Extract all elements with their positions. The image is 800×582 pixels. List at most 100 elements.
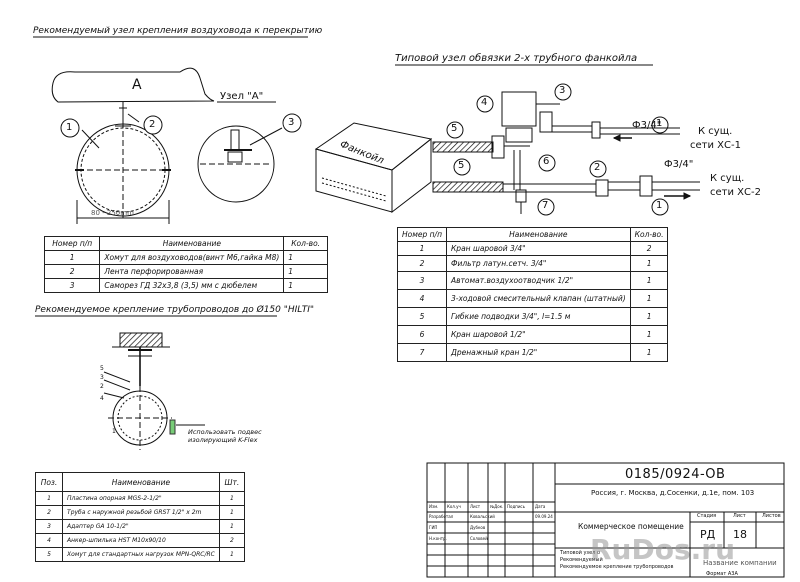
table-cell: Кран шаровой 1/2": [445, 325, 631, 344]
stamp-col-header: Изм.: [429, 504, 439, 509]
table-row: 4 Анкер-шпилька HST M10x90/10 2: [34, 533, 246, 548]
table-cell: Лента перфорированная: [99, 264, 285, 279]
stamp-role: ГИП: [429, 525, 438, 530]
valve-body: [491, 135, 505, 159]
table-header: Номер п/п: [397, 227, 447, 242]
callout-1b: [651, 198, 669, 216]
table-cell: Автомат.воздухоотводчик 1/2": [445, 271, 631, 290]
object-address: Россия, г. Москва, д.Сосенки, д.1е, пом.…: [591, 489, 755, 497]
table-row: 3 Саморез ГД 32x3,8 (3,5) мм с дюбелем 1: [43, 278, 328, 293]
format-label: Формат А3А: [706, 571, 738, 577]
table-header: Кол-во.: [283, 236, 328, 251]
kflex-insert: [169, 419, 176, 435]
table-cell: Саморез ГД 32x3,8 (3,5) мм с дюбелем: [99, 278, 285, 293]
leader-3: [249, 127, 283, 146]
filter-2: [595, 179, 609, 197]
leader-1: [81, 129, 100, 149]
object-name: Коммерческое помещение: [578, 522, 684, 531]
callout-7: [537, 198, 555, 216]
slab-hatch: [119, 332, 163, 348]
fancoil-callout-4: 4: [481, 97, 488, 108]
table-cell: 1: [629, 289, 669, 308]
pipe-spec-table: Поз. Наименование Шт. 1 Пластина опорная…: [34, 472, 246, 562]
table-row: 2 Фильтр латун.сетч. 3/4" 1: [397, 255, 669, 272]
table-cell: Гибкие подводки 3/4", l=1.5 м: [445, 307, 631, 326]
fancoil-node-title: Типовой узел обвязки 2-х трубного фанкой…: [395, 53, 638, 64]
table-cell: 4: [397, 289, 447, 308]
table-row: 7 Дренажный кран 1/2" 1: [397, 343, 669, 362]
table-cell: 2: [397, 255, 447, 272]
pipe-callout-3: 3: [100, 374, 104, 381]
table-header: Номер п/п: [43, 236, 101, 251]
table-cell: 3-ходовой смесительный клапан (штатный): [445, 289, 631, 308]
table-cell: 2: [629, 241, 669, 256]
fancoil-spec-table: Номер п/п Наименование Кол-во. 1 Кран ша…: [397, 227, 669, 362]
callout-5a: [446, 121, 464, 139]
drawing-code: 0185/0924-ОВ: [625, 467, 726, 482]
callout-duct-2: [143, 115, 163, 135]
table-cell: 1: [218, 519, 246, 534]
node-a-nut: [227, 151, 243, 163]
sheet-header: Лист: [733, 513, 746, 519]
table-cell: 4: [34, 533, 64, 548]
watermark: RuDos.ru: [590, 533, 736, 566]
fancoil-callout-1a: 1: [656, 118, 663, 129]
stage-value: РД: [700, 528, 716, 541]
table-cell: 1: [629, 325, 669, 344]
duct-callout-1: 1: [66, 122, 73, 133]
table-row: 2 Лента перфорированная 1: [43, 264, 328, 279]
callout-2: [589, 160, 607, 178]
stamp-col-header: Кол.уч: [447, 504, 461, 509]
callout-duct-3: [282, 113, 302, 133]
sheet-value: 18: [733, 528, 747, 541]
table-header-row: Номер п/п Наименование Кол-во.: [43, 236, 328, 251]
callout-6: [538, 154, 556, 172]
duct-spec-table: Номер п/п Наименование Кол-во. 1 Хомут д…: [43, 236, 328, 293]
net-2-line-a: К сущ.: [710, 173, 745, 184]
table-cell: 3: [43, 278, 101, 293]
table-row: 3 Автомат.воздухоотводчик 1/2" 1: [397, 271, 669, 290]
table-cell: 2: [43, 264, 101, 279]
table-cell: 1: [629, 271, 669, 290]
table-header: Наименование: [445, 227, 631, 242]
node-a-screw: [230, 129, 240, 151]
duct-callout-3: 3: [288, 117, 295, 128]
table-cell: 1: [629, 307, 669, 326]
pipe-callout-2: 2: [100, 383, 104, 390]
table-cell: Дренажный кран 1/2": [445, 343, 631, 362]
table-cell: Кран шаровой 3/4": [445, 241, 631, 256]
table-cell: 3: [34, 519, 64, 534]
table-cell: Фильтр латун.сетч. 3/4": [445, 255, 631, 272]
fancoil-grille: [321, 177, 387, 197]
pipe-diameter-top: Ф3/4": [632, 120, 662, 131]
pipe-diameter-bottom: Ф3/4": [664, 159, 694, 170]
stamp-col-header: Лист: [470, 504, 481, 509]
stamp-person: Ковальский: [470, 514, 495, 519]
table-header: Шт.: [218, 472, 246, 492]
node-a-circle: [197, 125, 275, 203]
stage-header: Стадия: [697, 513, 717, 519]
table-row: 1 Хомут для воздуховодов(винт М6,гайка М…: [43, 250, 328, 265]
table-cell: 1: [43, 250, 101, 265]
table-cell: 1: [218, 547, 246, 562]
callout-5b: [453, 158, 471, 176]
table-row: 4 3-ходовой смесительный клапан (штатный…: [397, 289, 669, 308]
fancoil-callout-7: 7: [542, 200, 549, 211]
table-row: 1 Пластина опорная MGS-2-1/2" 1: [34, 491, 246, 506]
table-cell: 1: [218, 505, 246, 520]
table-cell: 3: [397, 271, 447, 290]
fancoil-side: [391, 137, 432, 214]
stamp-role: Разработал: [429, 514, 454, 519]
stamp-person: Соловей: [470, 536, 488, 541]
table-cell: 1: [629, 255, 669, 272]
table-cell: 1: [397, 241, 447, 256]
table-header: Наименование: [62, 472, 220, 492]
airvent-3: [539, 111, 553, 133]
kflex-note-b: изолирующий K-Flex: [188, 436, 258, 444]
ceiling-slab: [51, 67, 215, 103]
arrow-left-head: [612, 134, 621, 142]
table-cell: 1: [283, 278, 328, 293]
stamp-date: 09.09.24: [535, 514, 553, 519]
table-cell: Труба с наружной резьбой GRST 1/2" x 2m: [62, 505, 220, 520]
